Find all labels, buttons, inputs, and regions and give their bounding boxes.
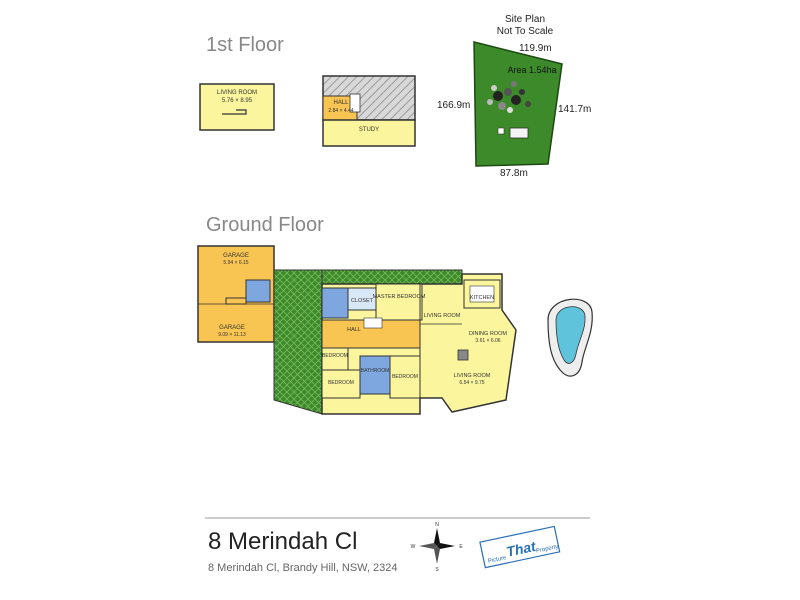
bedroom-2-label: BEDROOM	[328, 380, 354, 386]
first-study-label: STUDY	[359, 127, 379, 133]
bathroom-label: BATHROOM	[361, 368, 390, 374]
bedroom-1-label: BEDROOM	[322, 353, 348, 359]
ground-master-bedroom	[375, 283, 423, 321]
garage-2-dims: 9.09 × 11.13	[218, 332, 246, 338]
garage-1-label: GARAGE	[223, 253, 249, 259]
living-room-main-label: LIVING ROOM	[454, 373, 491, 379]
site-top-dimension: 119.9m	[519, 43, 552, 54]
compass-w: W	[411, 544, 416, 550]
site-left-dimension: 166.9m	[437, 100, 471, 111]
svg-text:That: That	[505, 538, 539, 560]
site-plan-title: Site Plan Not To Scale	[490, 14, 560, 38]
svg-text:Picture: Picture	[488, 555, 508, 565]
garage-bathroom	[245, 279, 271, 303]
site-bottom-dimension: 87.8m	[500, 168, 528, 179]
site-trees-cluster	[487, 81, 531, 113]
kitchen-label: KITCHEN	[470, 295, 494, 301]
compass-s: S	[435, 567, 439, 573]
ground-floor-heading: Ground Floor	[206, 214, 324, 236]
first-living-room-label: LIVING ROOM	[217, 90, 257, 96]
garage-2-label: GARAGE	[219, 325, 245, 331]
master-bedroom-label: MASTER BEDROOM	[373, 294, 426, 300]
living-room-upper-label: LIVING ROOM	[424, 313, 461, 319]
first-study	[322, 119, 416, 147]
first-floor-heading: 1st Floor	[206, 34, 284, 56]
garage-1-dims: 5.94 × 6.15	[223, 260, 248, 266]
first-hall-dims: 2.84 × 4.44	[328, 108, 353, 114]
first-living-room	[199, 83, 275, 131]
compass-rose: N S E W	[411, 522, 464, 573]
ground-bedroom-1	[321, 347, 349, 371]
site-plan-title-line1: Site Plan	[504, 14, 546, 25]
living-room-main-dims: 6.54 × 9.75	[459, 380, 484, 386]
hall-label: HALL	[347, 327, 361, 333]
fireplace	[457, 349, 469, 361]
site-house-footprint	[509, 127, 529, 139]
ground-bedroom-2	[321, 369, 361, 399]
brand-logo: Picture That Property	[479, 525, 561, 569]
closet-label: CLOSET	[351, 298, 374, 304]
dining-room-label: DINING ROOM	[469, 331, 507, 337]
address-subtitle: 8 Merindah Cl, Brandy Hill, NSW, 2324	[208, 562, 398, 574]
ground-ensuite	[321, 287, 349, 319]
ground-bathroom	[359, 355, 391, 395]
svg-text:Property: Property	[536, 544, 559, 555]
site-right-dimension: 141.7m	[558, 104, 592, 115]
address-title: 8 Merindah Cl	[208, 528, 358, 555]
site-plan-title-line2: Not To Scale	[496, 26, 554, 37]
bedroom-3-label: BEDROOM	[392, 374, 418, 380]
compass-e: E	[459, 544, 463, 550]
pool-water	[555, 306, 586, 364]
compass-n: N	[435, 522, 439, 528]
first-hall-label: HALL	[333, 100, 349, 106]
ground-bedroom-3	[389, 355, 421, 399]
first-living-room-dims: 5.76 × 8.95	[222, 98, 253, 104]
ground-deck-top	[321, 269, 463, 285]
site-area-label: Area 1.54ha	[507, 65, 556, 75]
dining-room-dims: 3.61 × 6.06	[475, 338, 500, 344]
ground-deck-left	[273, 269, 323, 415]
